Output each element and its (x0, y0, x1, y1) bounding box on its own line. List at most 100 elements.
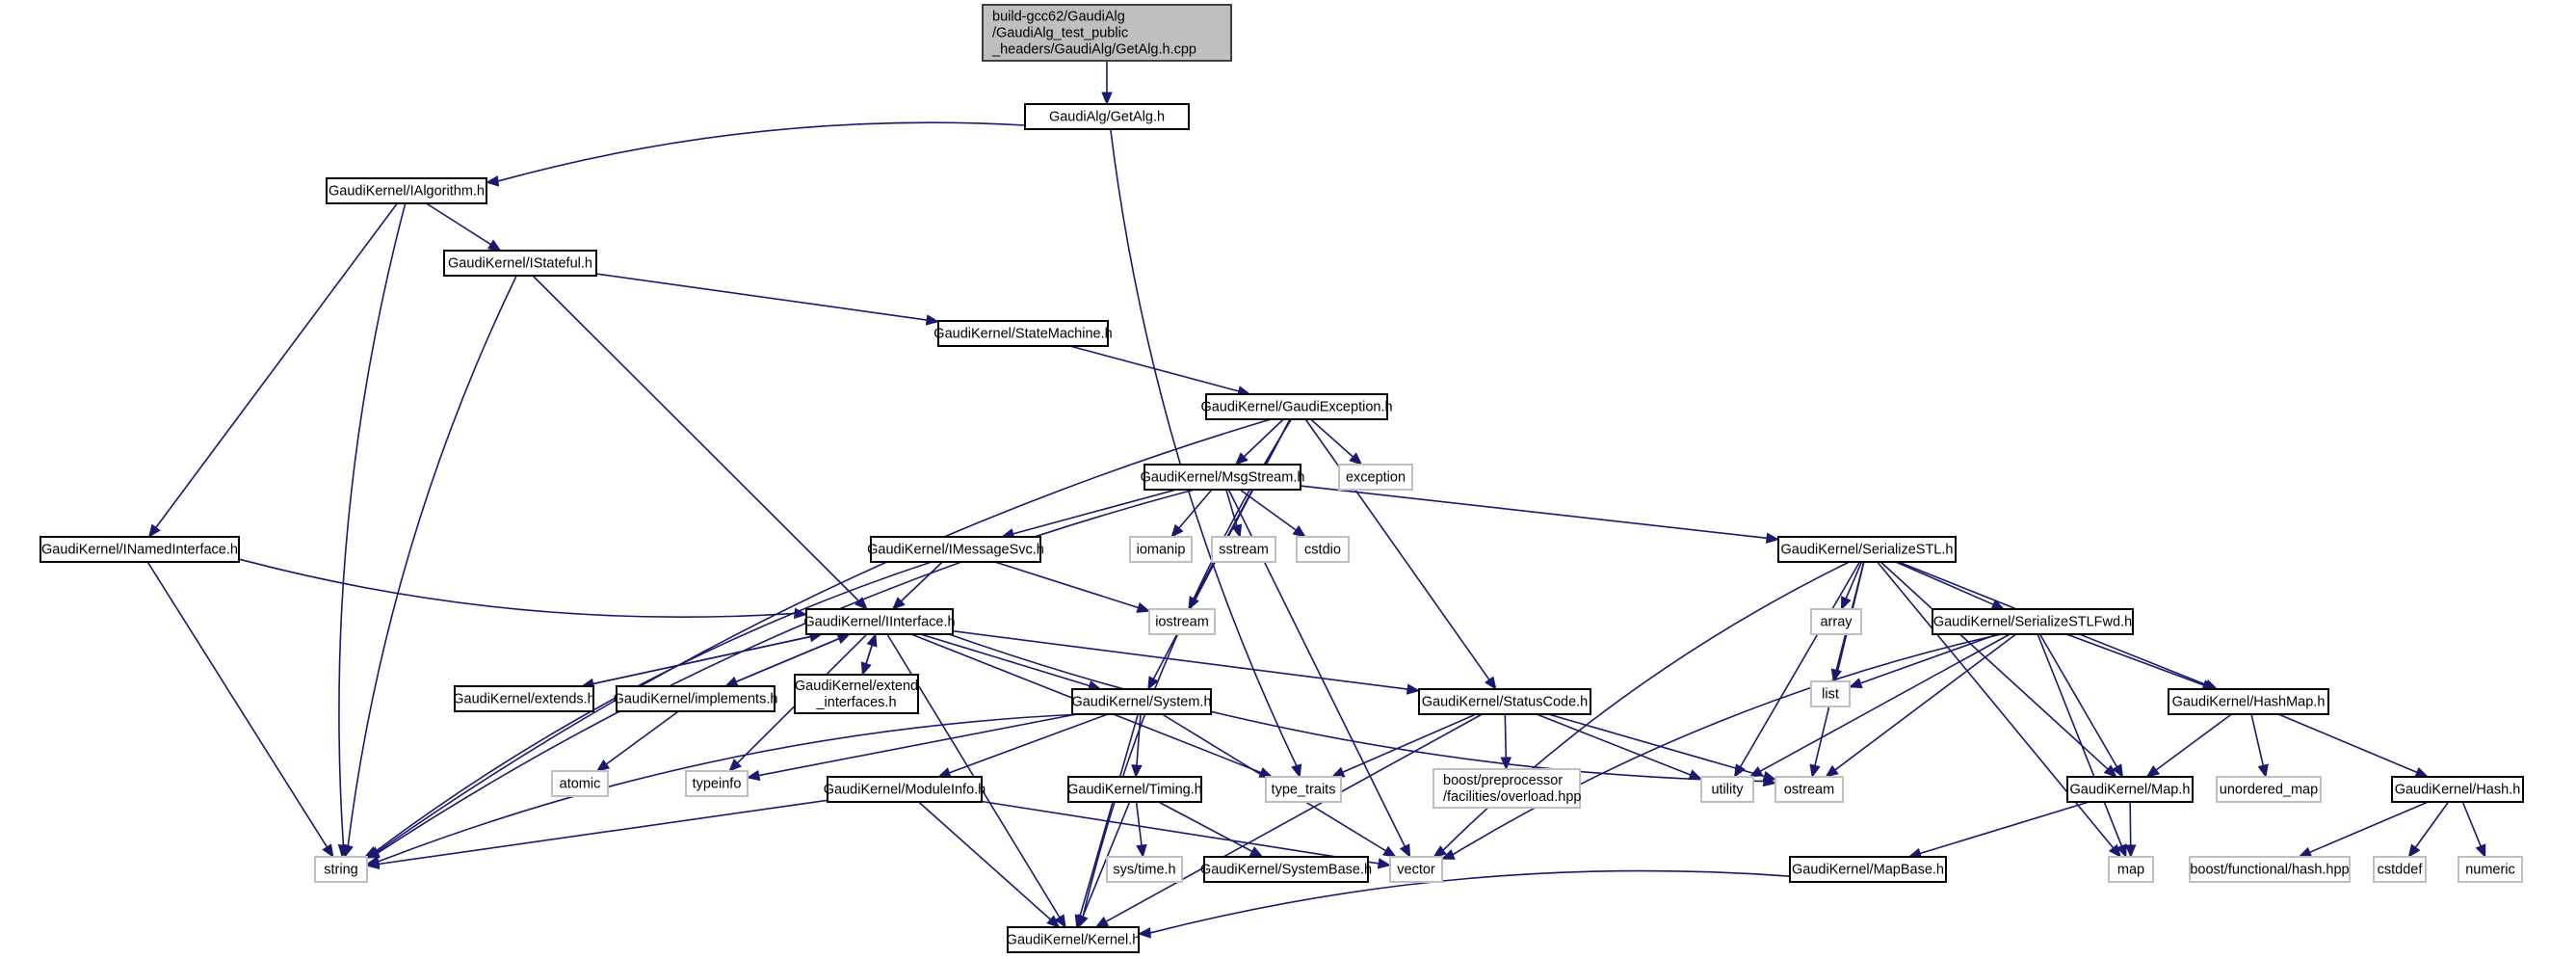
edge-line (1919, 801, 2090, 855)
edge-line (155, 202, 398, 528)
edge-line (605, 710, 679, 765)
arrowhead-icon (1131, 764, 1143, 779)
arrowhead-icon (925, 314, 940, 326)
node-label: GaudiKernel/ModuleInfo.h (824, 783, 986, 798)
node-inamedinterface[interactable]: GaudiKernel/INamedInterface.h (39, 536, 240, 563)
arrowhead-icon (1484, 676, 1497, 691)
edge-istateful-to-iinterface (532, 275, 868, 610)
edge-gaudiexception-to-msgstream (1234, 418, 1284, 466)
node-ialgorithm[interactable]: GaudiKernel/IAlgorithm.h (326, 177, 487, 204)
node-box (2189, 856, 2351, 883)
node-serializestlfwd[interactable]: GaudiKernel/SerializeSTLFwd.h (1932, 608, 2134, 635)
node-box (616, 685, 775, 712)
node-label: GaudiKernel/Timing.h (1067, 783, 1202, 798)
node-systembase[interactable]: GaudiKernel/SystemBase.h (1200, 856, 1372, 883)
node-serializestl[interactable]: GaudiKernel/SerializeSTL.h (1777, 536, 1957, 563)
edge-serializestl-to-serializestlfwd (1895, 561, 2006, 610)
node-label: _headers/GaudiAlg/GetAlg.h.cpp (991, 42, 1196, 58)
arrowhead-icon (2103, 764, 2117, 778)
arrowhead-icon (1399, 843, 1411, 859)
node-moduleinfo[interactable]: GaudiKernel/ModuleInfo.h (824, 776, 986, 803)
arrowhead-icon (322, 843, 334, 859)
arrowhead-icon (485, 175, 500, 187)
arrowhead-icon (1258, 767, 1274, 778)
edge-serializestl-to-utility (1733, 561, 1861, 779)
arrowhead-icon (1330, 766, 1346, 778)
node-label: GaudiKernel/IInterface.h (803, 615, 955, 630)
node-hash_h[interactable]: GaudiKernel/Hash.h (2391, 776, 2524, 803)
node-label: GaudiKernel/GaudiException.h (1200, 400, 1392, 415)
arrowhead-icon (1170, 523, 1184, 538)
edge-timing-to-systembase (1158, 801, 1264, 858)
edge-implements-to-iinterface (724, 633, 852, 687)
node-iomanip: iomanip (1129, 536, 1193, 563)
edge-imessagesvc-to-string (363, 561, 933, 858)
edge-line (377, 489, 1195, 854)
node-box (2108, 856, 2154, 883)
node-implements[interactable]: GaudiKernel/implements.h (614, 685, 778, 712)
node-label: unordered_map (2220, 783, 2318, 798)
node-label: GaudiKernel/IAlgorithm.h (329, 184, 485, 200)
node-box (1789, 856, 1947, 883)
node-label: vector (1397, 863, 1435, 878)
edge-line (1879, 561, 2109, 770)
node-iinterface[interactable]: GaudiKernel/IInterface.h (803, 608, 956, 635)
edge-line (2414, 801, 2450, 848)
edge-extends-to-iinterface (581, 631, 824, 687)
edge-line (1178, 489, 1213, 529)
node-getalg[interactable]: GaudiAlg/GetAlg.h (1024, 103, 1190, 130)
node-istateful[interactable]: GaudiKernel/IStateful.h (443, 250, 597, 277)
edge-line (2250, 713, 2265, 766)
node-box (1211, 536, 1276, 563)
node-extend_interfaces[interactable]: GaudiKernel/extend_interfaces.h (794, 674, 919, 714)
edge-line (920, 633, 1091, 687)
arrowhead-icon (1433, 845, 1447, 858)
edge-line (1158, 801, 1253, 853)
edge-system-to-typeinfo (746, 713, 1077, 782)
edge-hash_h-to-boosthash (2298, 801, 2429, 858)
arrowhead-icon (365, 858, 381, 870)
edge-moduleinfo-to-string (365, 799, 828, 870)
edge-line (595, 273, 928, 321)
node-statuscode[interactable]: GaudiKernel/StatusCode.h (1418, 688, 1591, 715)
node-map_h[interactable]: GaudiKernel/Map.h (2066, 776, 2194, 803)
node-cstddef: cstddef (2373, 856, 2427, 883)
node-string: string (314, 856, 368, 883)
node-statemachine[interactable]: GaudiKernel/StateMachine.h (933, 320, 1113, 347)
arrowhead-icon (1440, 849, 1456, 860)
node-system[interactable]: GaudiKernel/System.h (1071, 688, 1212, 715)
node-label: cstdio (1304, 543, 1341, 558)
edge-line (949, 713, 1109, 774)
node-kernel[interactable]: GaudiKernel/Kernel.h (1007, 926, 1141, 953)
arrowhead-icon (363, 846, 379, 858)
node-label: GaudiKernel/SerializeSTL.h (1781, 543, 1954, 558)
arrowhead-icon (1234, 452, 1249, 466)
edge-serializestlfwd-to-ostream (1825, 633, 2017, 778)
node-label: GaudiKernel/StateMachine.h (933, 327, 1112, 342)
node-imessagesvc[interactable]: GaudiKernel/IMessageSvc.h (867, 536, 1044, 563)
node-root[interactable]: build-gcc62/GaudiAlg/GaudiAlg_test_publi… (982, 4, 1232, 62)
arrowhead-icon (1136, 843, 1147, 859)
edge-serializestlfwd-to-list (1848, 633, 1998, 689)
node-vector: vector (1389, 856, 1443, 883)
arrowhead-icon (866, 632, 878, 648)
edge-line (2065, 633, 2204, 686)
edge-line (2277, 713, 2418, 774)
arrowhead-icon (1077, 914, 1089, 929)
node-msgstream[interactable]: GaudiKernel/MsgStream.h (1141, 464, 1305, 491)
edge-line (900, 561, 943, 602)
edge-serializestl-to-map_h (1879, 561, 2117, 778)
edge-ialgorithm-to-inamedinterface (147, 202, 398, 539)
node-timing[interactable]: GaudiKernel/Timing.h (1067, 776, 1202, 803)
node-label: GaudiKernel/MapBase.h (1792, 863, 1944, 878)
arrowhead-icon (1291, 763, 1302, 779)
node-extends[interactable]: GaudiKernel/extends.h (453, 685, 595, 712)
arrowhead-icon (1136, 601, 1151, 613)
node-gaudiexception[interactable]: GaudiKernel/GaudiException.h (1200, 393, 1393, 420)
edge-line (981, 800, 1380, 865)
node-mapbase[interactable]: GaudiKernel/MapBase.h (1789, 856, 1947, 883)
node-utility: utility (1700, 776, 1754, 803)
arrowhead-icon (2257, 763, 2269, 779)
edge-line (1536, 713, 1692, 776)
node-hashmap[interactable]: GaudiKernel/HashMap.h (2168, 688, 2329, 715)
